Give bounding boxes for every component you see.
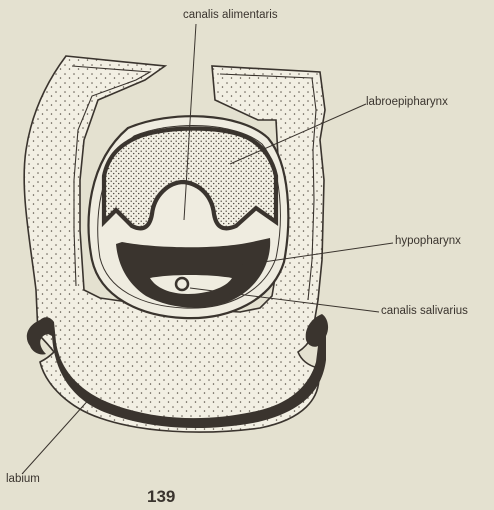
label-labroepipharynx: labroepipharynx (366, 97, 448, 109)
label-canalis-salivarius: canalis salivarius (381, 306, 468, 318)
label-labium: labium (6, 474, 40, 486)
page-number: 139 (147, 487, 175, 507)
label-canalis-alimentaris: canalis alimentaris (183, 10, 278, 22)
canalis-salivarius-opening (176, 278, 188, 290)
label-hypopharynx: hypopharynx (395, 236, 461, 248)
leader-labium (22, 396, 92, 474)
